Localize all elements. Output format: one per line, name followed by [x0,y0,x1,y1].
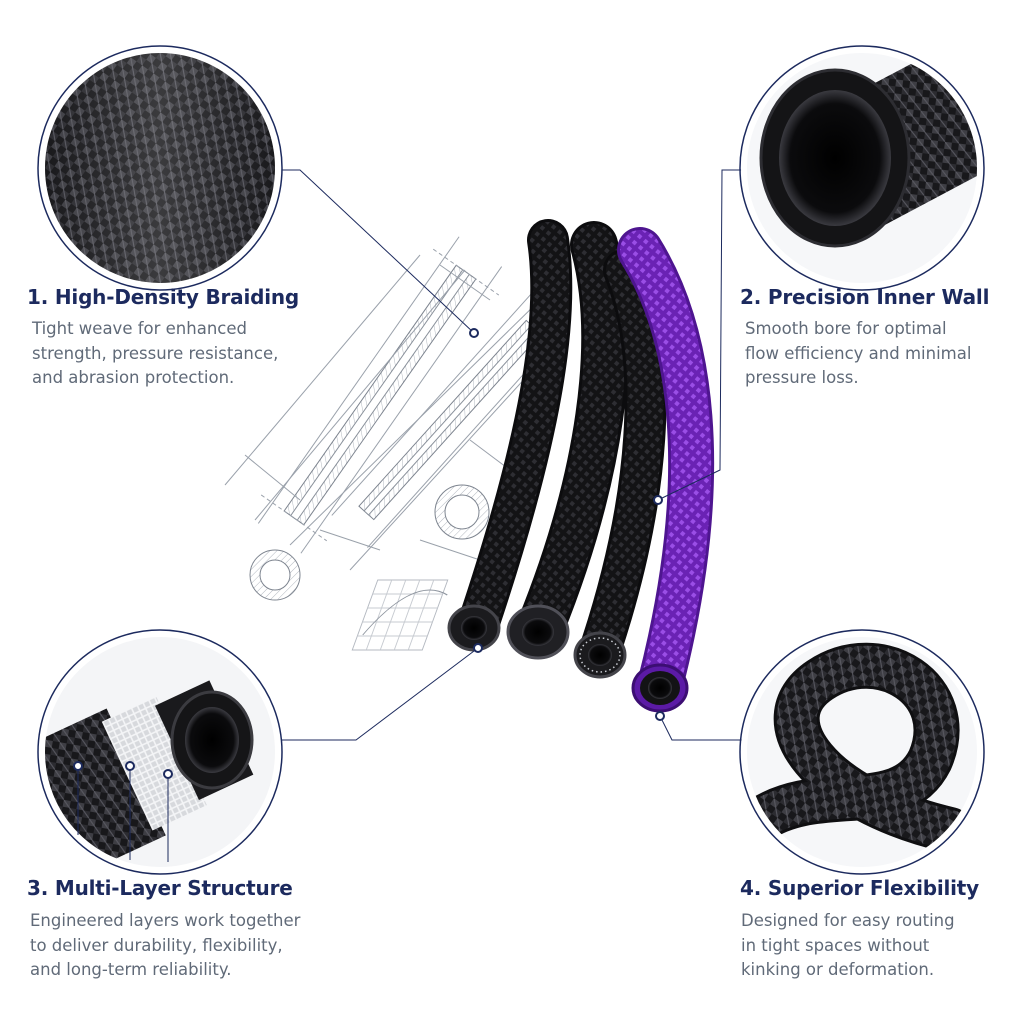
technical-drawing [224,236,569,651]
callout-lines [282,169,742,741]
multi-layer-closeup [37,629,283,875]
feature-4-line: kinking or deformation. [741,960,935,979]
flexibility-closeup [739,629,985,875]
feature-2-line: Smooth bore for optimal [745,319,947,338]
feature-3-title: 3. Multi-Layer Structure [27,876,293,900]
feature-4-line: in tight spaces without [741,935,930,955]
hose-end-d [631,663,689,713]
braiding-closeup [37,45,283,291]
callout-dots [469,328,665,721]
feature-4-title: 4. Superior Flexibility [740,876,980,900]
feature-1-line: and abrasion protection. [32,368,235,387]
feature-1-title: 1. High-Density Braiding [27,285,300,309]
feature-2-title: 2. Precision Inner Wall [740,285,990,309]
feature-2-line: pressure loss. [745,368,859,387]
feature-1-line: Tight weave for enhanced [32,319,247,338]
feature-3-line: to deliver durability, flexibility, [30,935,283,955]
feature-2-description: Smooth bore for optimal flow efficiency … [745,317,971,391]
washer-sketch-left [249,549,301,601]
feature-3-line: Engineered layers work together [30,911,301,930]
hose-end-a [447,604,501,652]
feature-1-line: strength, pressure resistance, [32,343,279,363]
grid-detail-sketch [351,579,449,651]
hose-end-b [506,604,570,660]
washer-sketch-right [434,484,490,540]
layer-markers [73,761,173,862]
feature-4-description: Designed for easy routing in tight space… [741,909,955,983]
inner-wall-closeup [739,45,985,291]
hose-bundle [447,219,715,713]
feature-1-description: Tight weave for enhanced strength, press… [32,317,278,391]
feature-2-line: flow efficiency and minimal [745,343,972,363]
feature-3-line: and long-term reliability. [30,960,232,979]
hose-end-c [573,631,627,679]
feature-3-description: Engineered layers work together to deliv… [30,909,300,983]
feature-4-line: Designed for easy routing [741,911,955,930]
